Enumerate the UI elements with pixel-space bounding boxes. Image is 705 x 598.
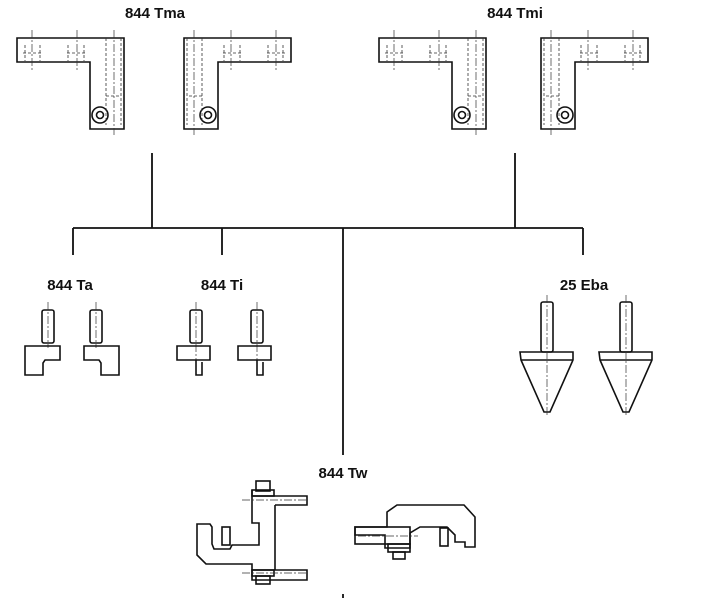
part-844-ti-left bbox=[176, 301, 211, 376]
part-844-tma-left bbox=[16, 29, 125, 136]
label-844-ta: 844 Ta bbox=[47, 277, 93, 294]
part-844-ta-left bbox=[24, 301, 61, 376]
part-844-tmi-left bbox=[378, 29, 487, 136]
part-844-ta-right bbox=[83, 301, 120, 376]
label-844-tma: 844 Tma bbox=[125, 5, 186, 22]
part-844-ti-right bbox=[237, 301, 272, 376]
label-844-tmi: 844 Tmi bbox=[487, 5, 543, 22]
part-844-tma-right bbox=[183, 29, 292, 136]
label-844-ti: 844 Ti bbox=[201, 277, 243, 294]
part-25-eba-left bbox=[519, 294, 574, 416]
label-25-eba: 25 Eba bbox=[560, 277, 609, 294]
part-25-eba-right bbox=[598, 294, 653, 416]
part-844-tw-left bbox=[196, 480, 308, 585]
connector-tree bbox=[72, 153, 584, 598]
part-844-tw-right bbox=[354, 504, 476, 560]
part-844-tmi-right bbox=[540, 29, 649, 136]
label-844-tw: 844 Tw bbox=[319, 465, 368, 482]
